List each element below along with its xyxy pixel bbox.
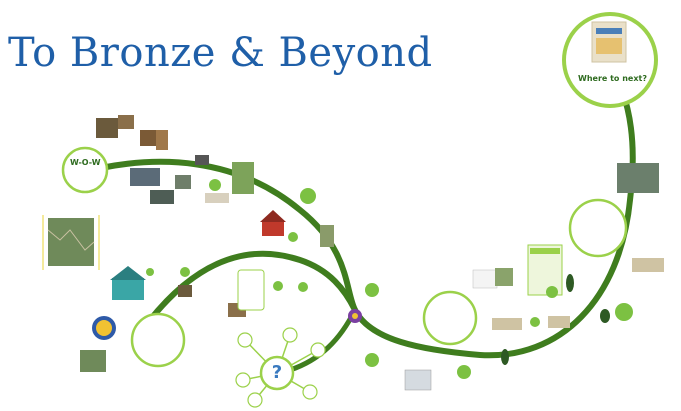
tree-icons — [146, 179, 633, 379]
red-house-icon — [260, 210, 286, 236]
wow-frame[interactable] — [61, 146, 109, 194]
frame-bottom-mid[interactable] — [422, 290, 478, 346]
where-next-heading: Where to next? — [578, 74, 647, 83]
greenhouse-photo[interactable] — [617, 163, 659, 193]
blue-house-icon — [110, 266, 146, 300]
frame-right[interactable] — [568, 198, 628, 258]
photos-center-top[interactable] — [205, 162, 254, 203]
badge-icon — [92, 309, 362, 340]
where-next-frame[interactable] — [562, 12, 658, 108]
map-photo[interactable] — [47, 218, 95, 266]
speech-bubble-frame[interactable] — [237, 269, 265, 311]
dark-tree-icons — [501, 274, 610, 365]
wow-heading: W-O-W — [70, 158, 101, 167]
info-panel[interactable] — [527, 244, 563, 296]
school-frame[interactable] — [130, 312, 186, 368]
photo-cluster-top-left[interactable] — [96, 115, 209, 204]
journey-path — [69, 67, 636, 359]
question-mindmap[interactable] — [235, 327, 326, 408]
building-icon — [404, 369, 432, 391]
white-frame-accents — [42, 215, 100, 270]
question-mark: ? — [271, 362, 283, 383]
presentation-title: To Bronze & Beyond — [8, 30, 433, 76]
